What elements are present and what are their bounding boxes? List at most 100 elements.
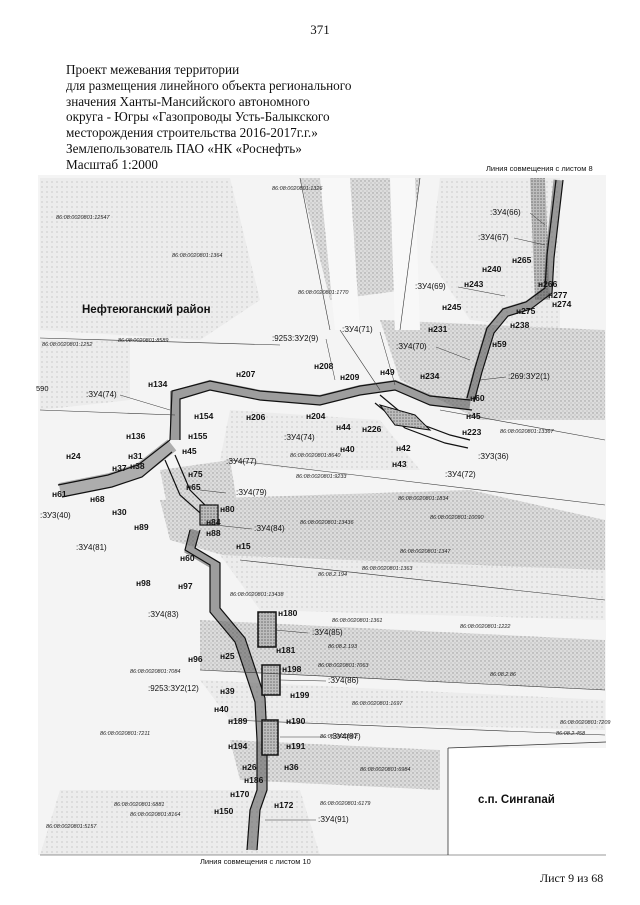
point-label: н38: [130, 461, 145, 471]
heading-line: Проект межевания территории: [66, 62, 240, 77]
point-label: н243: [464, 279, 484, 289]
point-label: н45: [466, 411, 481, 421]
cadastral-label: 86:08:0020801:8589: [118, 338, 168, 344]
cadastral-label: 86:08:0020801:: [320, 734, 359, 740]
point-label: н40: [214, 704, 229, 714]
point-label: н240: [482, 264, 502, 274]
cadastral-label: 86:08:0020801:1252: [42, 342, 92, 348]
point-label: н37: [112, 463, 127, 473]
region-label: Нефтеюганский район: [82, 304, 211, 316]
edge-label: 590: [36, 384, 49, 393]
point-label: н40: [340, 444, 355, 454]
cadastral-label: 86:08:0020801:1770: [298, 290, 349, 296]
point-label: н97: [178, 581, 193, 591]
cadastral-label: 86:08:0020801:8164: [130, 812, 180, 818]
point-label: н155: [188, 431, 208, 441]
cadastral-label: 86:08:0020801:13367: [500, 429, 554, 435]
parcel-label: :ЗУ4(85): [312, 628, 343, 637]
parcel-label: :269:ЗУ2(1): [508, 372, 550, 381]
point-label: н234: [420, 371, 440, 381]
parcel-label: :ЗУ4(70): [396, 342, 427, 351]
point-label: н89: [134, 522, 149, 532]
leader-lines: [119, 212, 546, 821]
parcel-label: :ЗУ3(36): [478, 452, 509, 461]
boundary-lines: [39, 177, 606, 856]
cadastral-label: 86:08:0020801:12547: [56, 215, 110, 221]
point-label: н181: [276, 645, 296, 655]
settlement-area: [448, 748, 606, 855]
parcel-label: :ЗУ4(79): [236, 488, 267, 497]
cadastral-label: 86:08:0020801:6984: [360, 767, 410, 773]
cadastral-label: 86:08:0020801:10090: [430, 515, 484, 521]
heading-line: значения Ханты-Мансийского автономного: [66, 93, 310, 109]
cadastral-label: 86:08:0020801:1364: [172, 253, 222, 259]
cadastral-label: 86:08:0020801:1834: [398, 496, 448, 502]
point-label: н60: [470, 393, 485, 403]
point-label: н80: [220, 504, 235, 514]
cadastral-label: 86:08.2.193: [328, 644, 358, 650]
point-label: н45: [182, 446, 197, 456]
settlement-label: с.п. Сингапай: [478, 794, 555, 806]
parcel-label: :9253:ЗУ2(9): [272, 334, 319, 343]
point-label: н172: [274, 800, 294, 810]
point-label: н207: [236, 369, 256, 379]
point-label: н49: [380, 367, 395, 377]
parcel-label: :ЗУ4(71): [342, 325, 373, 334]
cadastral-label: 86:08:0020801:7209: [560, 720, 610, 726]
cadastral-label: 86:08:0020801:7084: [130, 669, 180, 675]
heading-line: месторождения строительства 2016-2017г.г…: [66, 125, 318, 141]
point-label: н180: [278, 608, 298, 618]
cadastral-label: 86:08:0020801:1326: [272, 186, 323, 192]
point-label: н275: [516, 306, 536, 316]
cadastral-label: 86:08:0020801:8640: [290, 453, 341, 459]
point-label: н68: [90, 494, 105, 504]
point-label: н30: [112, 507, 127, 517]
cadastral-label: 86:08.2.458: [556, 731, 586, 737]
point-label: н199: [290, 690, 310, 700]
cadastral-labels: 86:08:0020801:1326 86:08:0020801:12547 8…: [42, 186, 610, 830]
top-match-line: Линия совмещения с листом 8: [486, 164, 593, 173]
pipeline-corridor: [57, 179, 564, 851]
cadastral-label: 86:08.2.86: [490, 672, 517, 678]
parcel-label: :ЗУ4(87): [330, 732, 361, 741]
cadastral-label: 86:08:0020801:1347: [400, 549, 451, 555]
point-label: н43: [392, 459, 407, 469]
page-number: 371: [310, 22, 330, 37]
parcel-label: :9253:ЗУ2(12): [148, 684, 199, 693]
point-label: н238: [510, 320, 530, 330]
point-label: н25: [220, 651, 235, 661]
heading-line: округа - Югры «Газопроводы Усть-Балыкско…: [66, 109, 330, 125]
point-label: н42: [396, 443, 411, 453]
point-label: н223: [462, 427, 482, 437]
cadastral-label: 86:08:0020801:7211: [100, 731, 150, 737]
parcel-label: :ЗУ4(83): [148, 610, 179, 619]
parcel-label: :ЗУ4(66): [490, 208, 521, 217]
parcel-label: :ЗУ4(91): [318, 815, 349, 824]
point-label: н208: [314, 361, 334, 371]
cadastral-label: 86:08:0020801:13438: [230, 592, 284, 598]
parcel-label: :ЗУ4(77): [226, 457, 257, 466]
point-label: н206: [246, 412, 266, 422]
document-heading: Проект межевания территории для размещен…: [66, 62, 386, 173]
point-label: н60: [180, 553, 195, 563]
cadastral-label: 86:08:0020801:5157: [46, 824, 97, 830]
point-label: н231: [428, 324, 448, 334]
cadastral-label: 86:08.2.194: [318, 572, 347, 578]
parcel-labels: :ЗУ4(66) :ЗУ4(67) :ЗУ4(69) :ЗУ4(71) :ЗУ4…: [40, 208, 550, 824]
point-label: н15: [236, 541, 251, 551]
point-label: н194: [228, 741, 248, 751]
parcel-label: :ЗУ3(40): [40, 511, 71, 520]
cadastral-label: 86:08:0020801:1697: [352, 701, 403, 707]
point-label: н136: [126, 431, 146, 441]
point-label: н190: [286, 716, 306, 726]
point-label: н26: [242, 762, 257, 772]
point-label: н170: [230, 789, 250, 799]
point-label: н274: [552, 299, 572, 309]
point-label: н61: [52, 489, 67, 499]
cadastral-label: 86:08:0020801:6881: [114, 802, 164, 808]
point-label: н189: [228, 716, 248, 726]
point-label: н88: [206, 528, 221, 538]
point-label: н59: [492, 339, 507, 349]
cadastral-label: 86:08:0020801:6179: [320, 801, 370, 807]
heading-line: для размещения линейного объекта региона…: [66, 77, 352, 93]
